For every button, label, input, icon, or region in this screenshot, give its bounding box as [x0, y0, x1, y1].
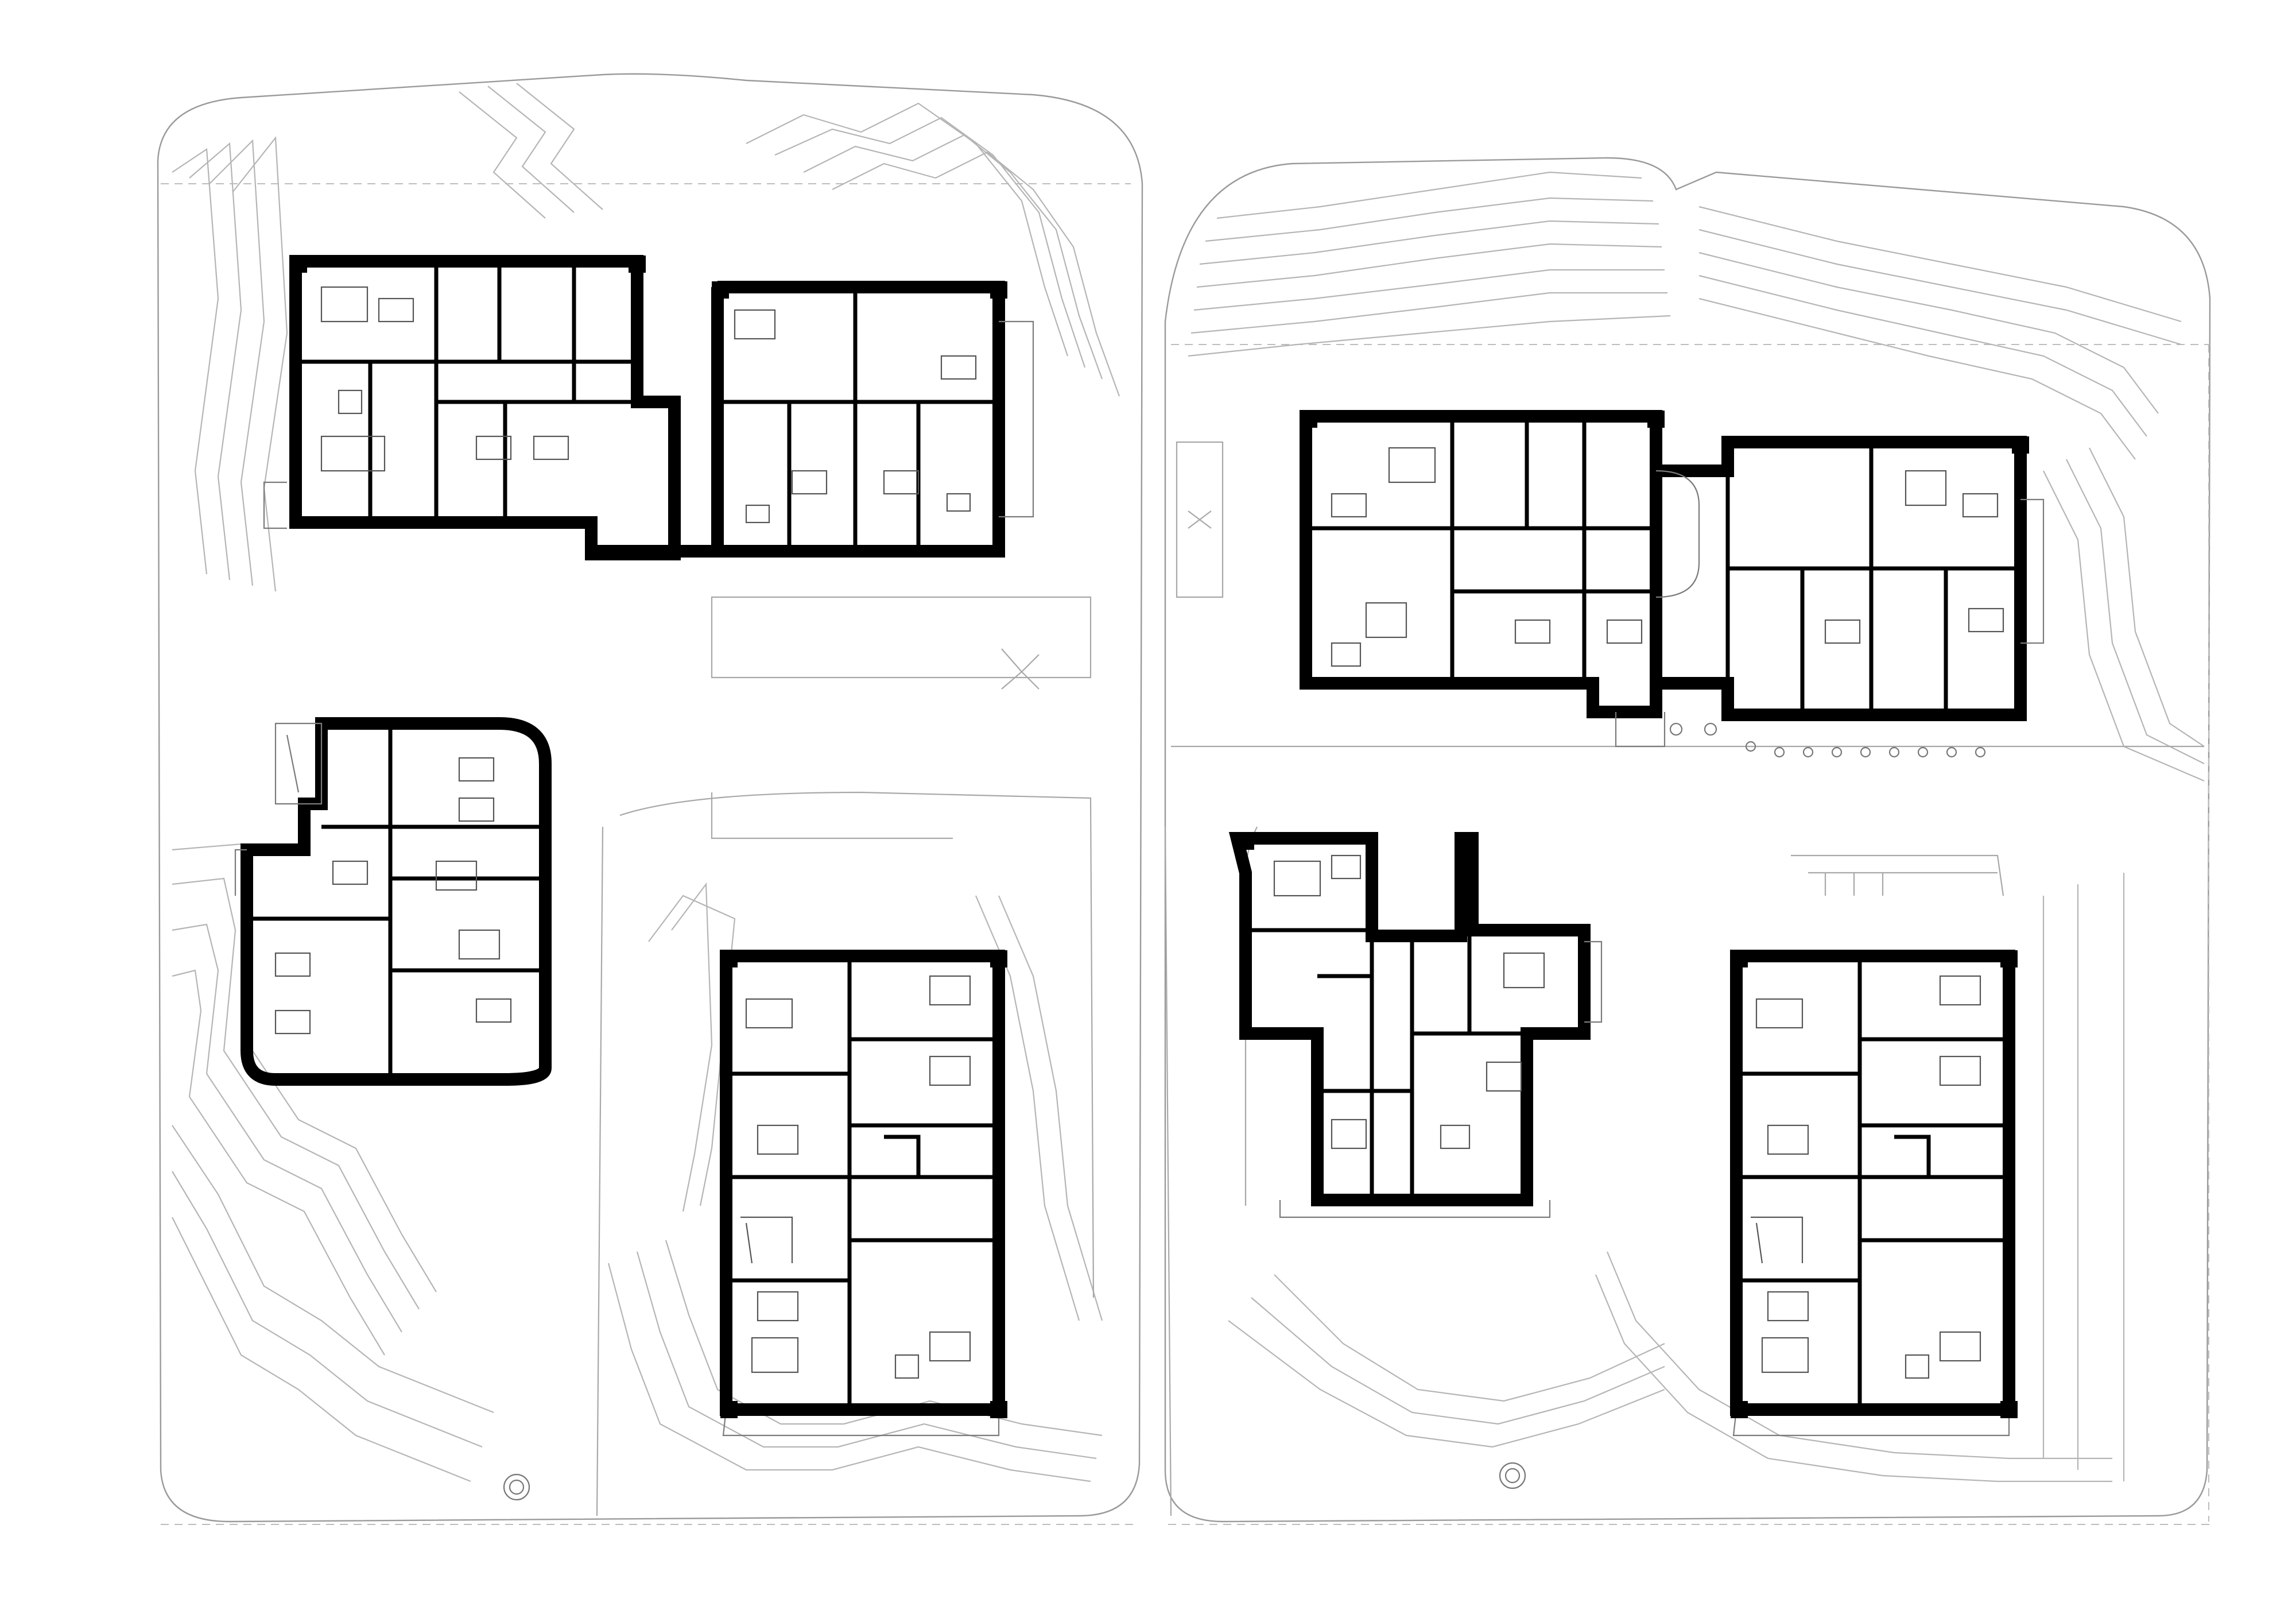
terrain-contours-west [172, 83, 1120, 1516]
building-west-villa [234, 717, 552, 1086]
building-south-block-3 [1730, 950, 2015, 1437]
building-north-east-block [1300, 410, 2045, 758]
site-furniture [503, 441, 1998, 1501]
site-boundary-west [157, 73, 1143, 1525]
site-boundary-east [1164, 157, 2211, 1525]
building-north-west-block [263, 255, 1034, 560]
building-south-block-1 [720, 950, 1005, 1437]
wall-piers [290, 256, 2029, 1418]
building-south-block-2 [1228, 832, 1603, 1218]
